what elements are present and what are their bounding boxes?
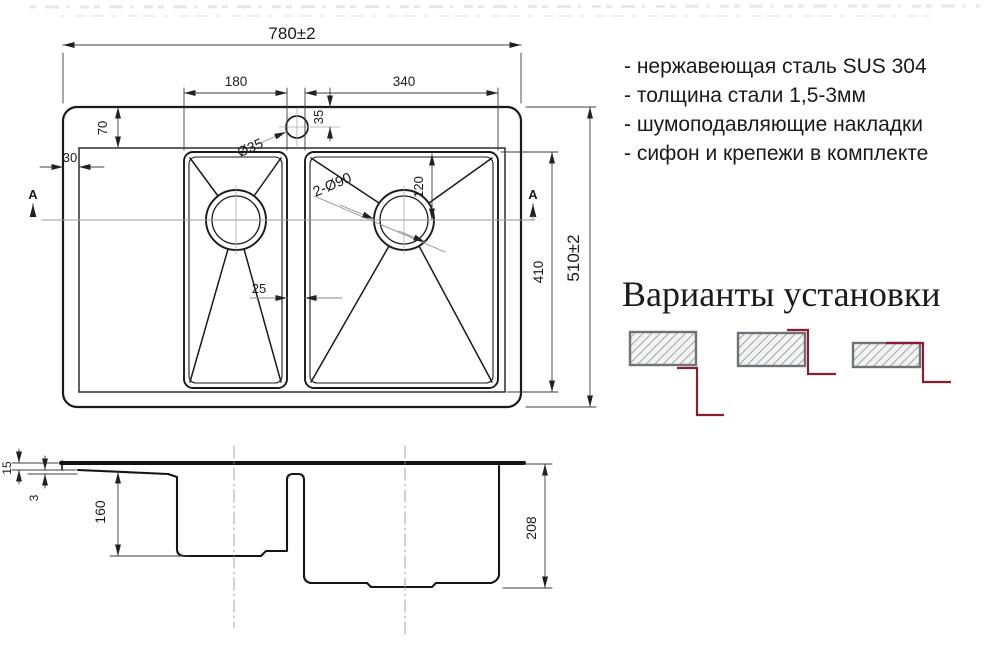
dim-340	[304, 87, 499, 151]
dim-label-faucet-diameter: Ø35	[235, 135, 266, 160]
right-bowl-slope-lines	[310, 157, 493, 383]
installation-title: Варианты установки	[622, 274, 941, 314]
dim-label-small-bowl-depth: 160	[92, 500, 108, 524]
dim-label-right-bowl-width: 340	[393, 74, 416, 89]
right-bowl-inner	[309, 156, 494, 384]
sink-edge-profile	[677, 366, 724, 417]
install-variant-flush	[736, 328, 836, 376]
dim-180	[183, 87, 288, 151]
faucet-dia-leader	[257, 131, 287, 145]
dim-label-overall-depth: 510±2	[564, 234, 583, 281]
install-variant-overmount	[628, 330, 724, 417]
dim-label-drain-holes: 2-Ø90	[311, 170, 354, 200]
countertop-section	[851, 341, 922, 369]
dim-208	[502, 463, 553, 589]
top-view	[41, 105, 536, 409]
dim-160	[109, 471, 191, 557]
dim-label-large-bowl-depth: 208	[523, 516, 539, 540]
drain-dia-leader	[313, 195, 446, 253]
dim-label-rim-height: 15	[0, 461, 14, 475]
sink-inner-rim	[78, 147, 506, 393]
countertop-section	[628, 330, 698, 367]
section-marker-left: A	[28, 187, 38, 217]
dim-label-edge-top: 70	[95, 121, 110, 135]
scan-noise-artifact	[29, 4, 981, 17]
dim-510	[525, 106, 597, 408]
sink-edge-profile	[886, 341, 951, 384]
dim-410	[500, 151, 559, 393]
feature-item: - толщина стали 1,5-3мм	[624, 84, 866, 107]
bowl-profile	[76, 464, 501, 589]
dim-label-drain-offset: 120	[411, 176, 426, 198]
side-view-centerlines	[233, 445, 406, 637]
section-label-left: A	[28, 187, 38, 202]
feature-item: - сифон и крепежи в комплекте	[624, 142, 928, 165]
section-marker-right: A	[507, 187, 538, 221]
section-label-right: A	[528, 187, 538, 202]
dim-3	[27, 455, 78, 489]
dim-780	[62, 41, 522, 104]
left-bowl-slope-lines	[189, 157, 282, 383]
left-bowl-inner	[188, 156, 283, 384]
left-bowl-outer	[183, 151, 288, 389]
installation-variants	[628, 328, 951, 417]
dim-label-bowl-gap: 25	[252, 281, 266, 296]
feature-item: - шумоподавляющие накладки	[624, 113, 923, 136]
dim-label-left-bowl-width: 180	[225, 74, 248, 89]
right-bowl-outer	[304, 151, 499, 389]
sink-outer-edge	[61, 105, 523, 409]
dim-label-faucet-offset: 35	[311, 110, 326, 124]
countertop-section	[736, 331, 807, 368]
top-view-dimensions: 780±2 180 340 35 Ø35	[28, 24, 597, 408]
dim-label-edge-left: 30	[63, 150, 77, 165]
dim-15	[11, 448, 77, 485]
faucet-centerlines	[278, 107, 341, 147]
dim-label-overall-width: 780±2	[268, 24, 315, 43]
features-list: - нержавеющая сталь SUS 304 - толщина ст…	[624, 55, 928, 165]
dim-label-ledge-drop: 3	[27, 494, 41, 501]
install-variant-undermount	[851, 341, 951, 384]
dim-label-bowl-length: 410	[531, 261, 546, 284]
side-view: 15 3 160 208	[0, 445, 553, 637]
sink-edge-profile	[787, 328, 836, 376]
feature-item: - нержавеющая сталь SUS 304	[624, 55, 927, 78]
